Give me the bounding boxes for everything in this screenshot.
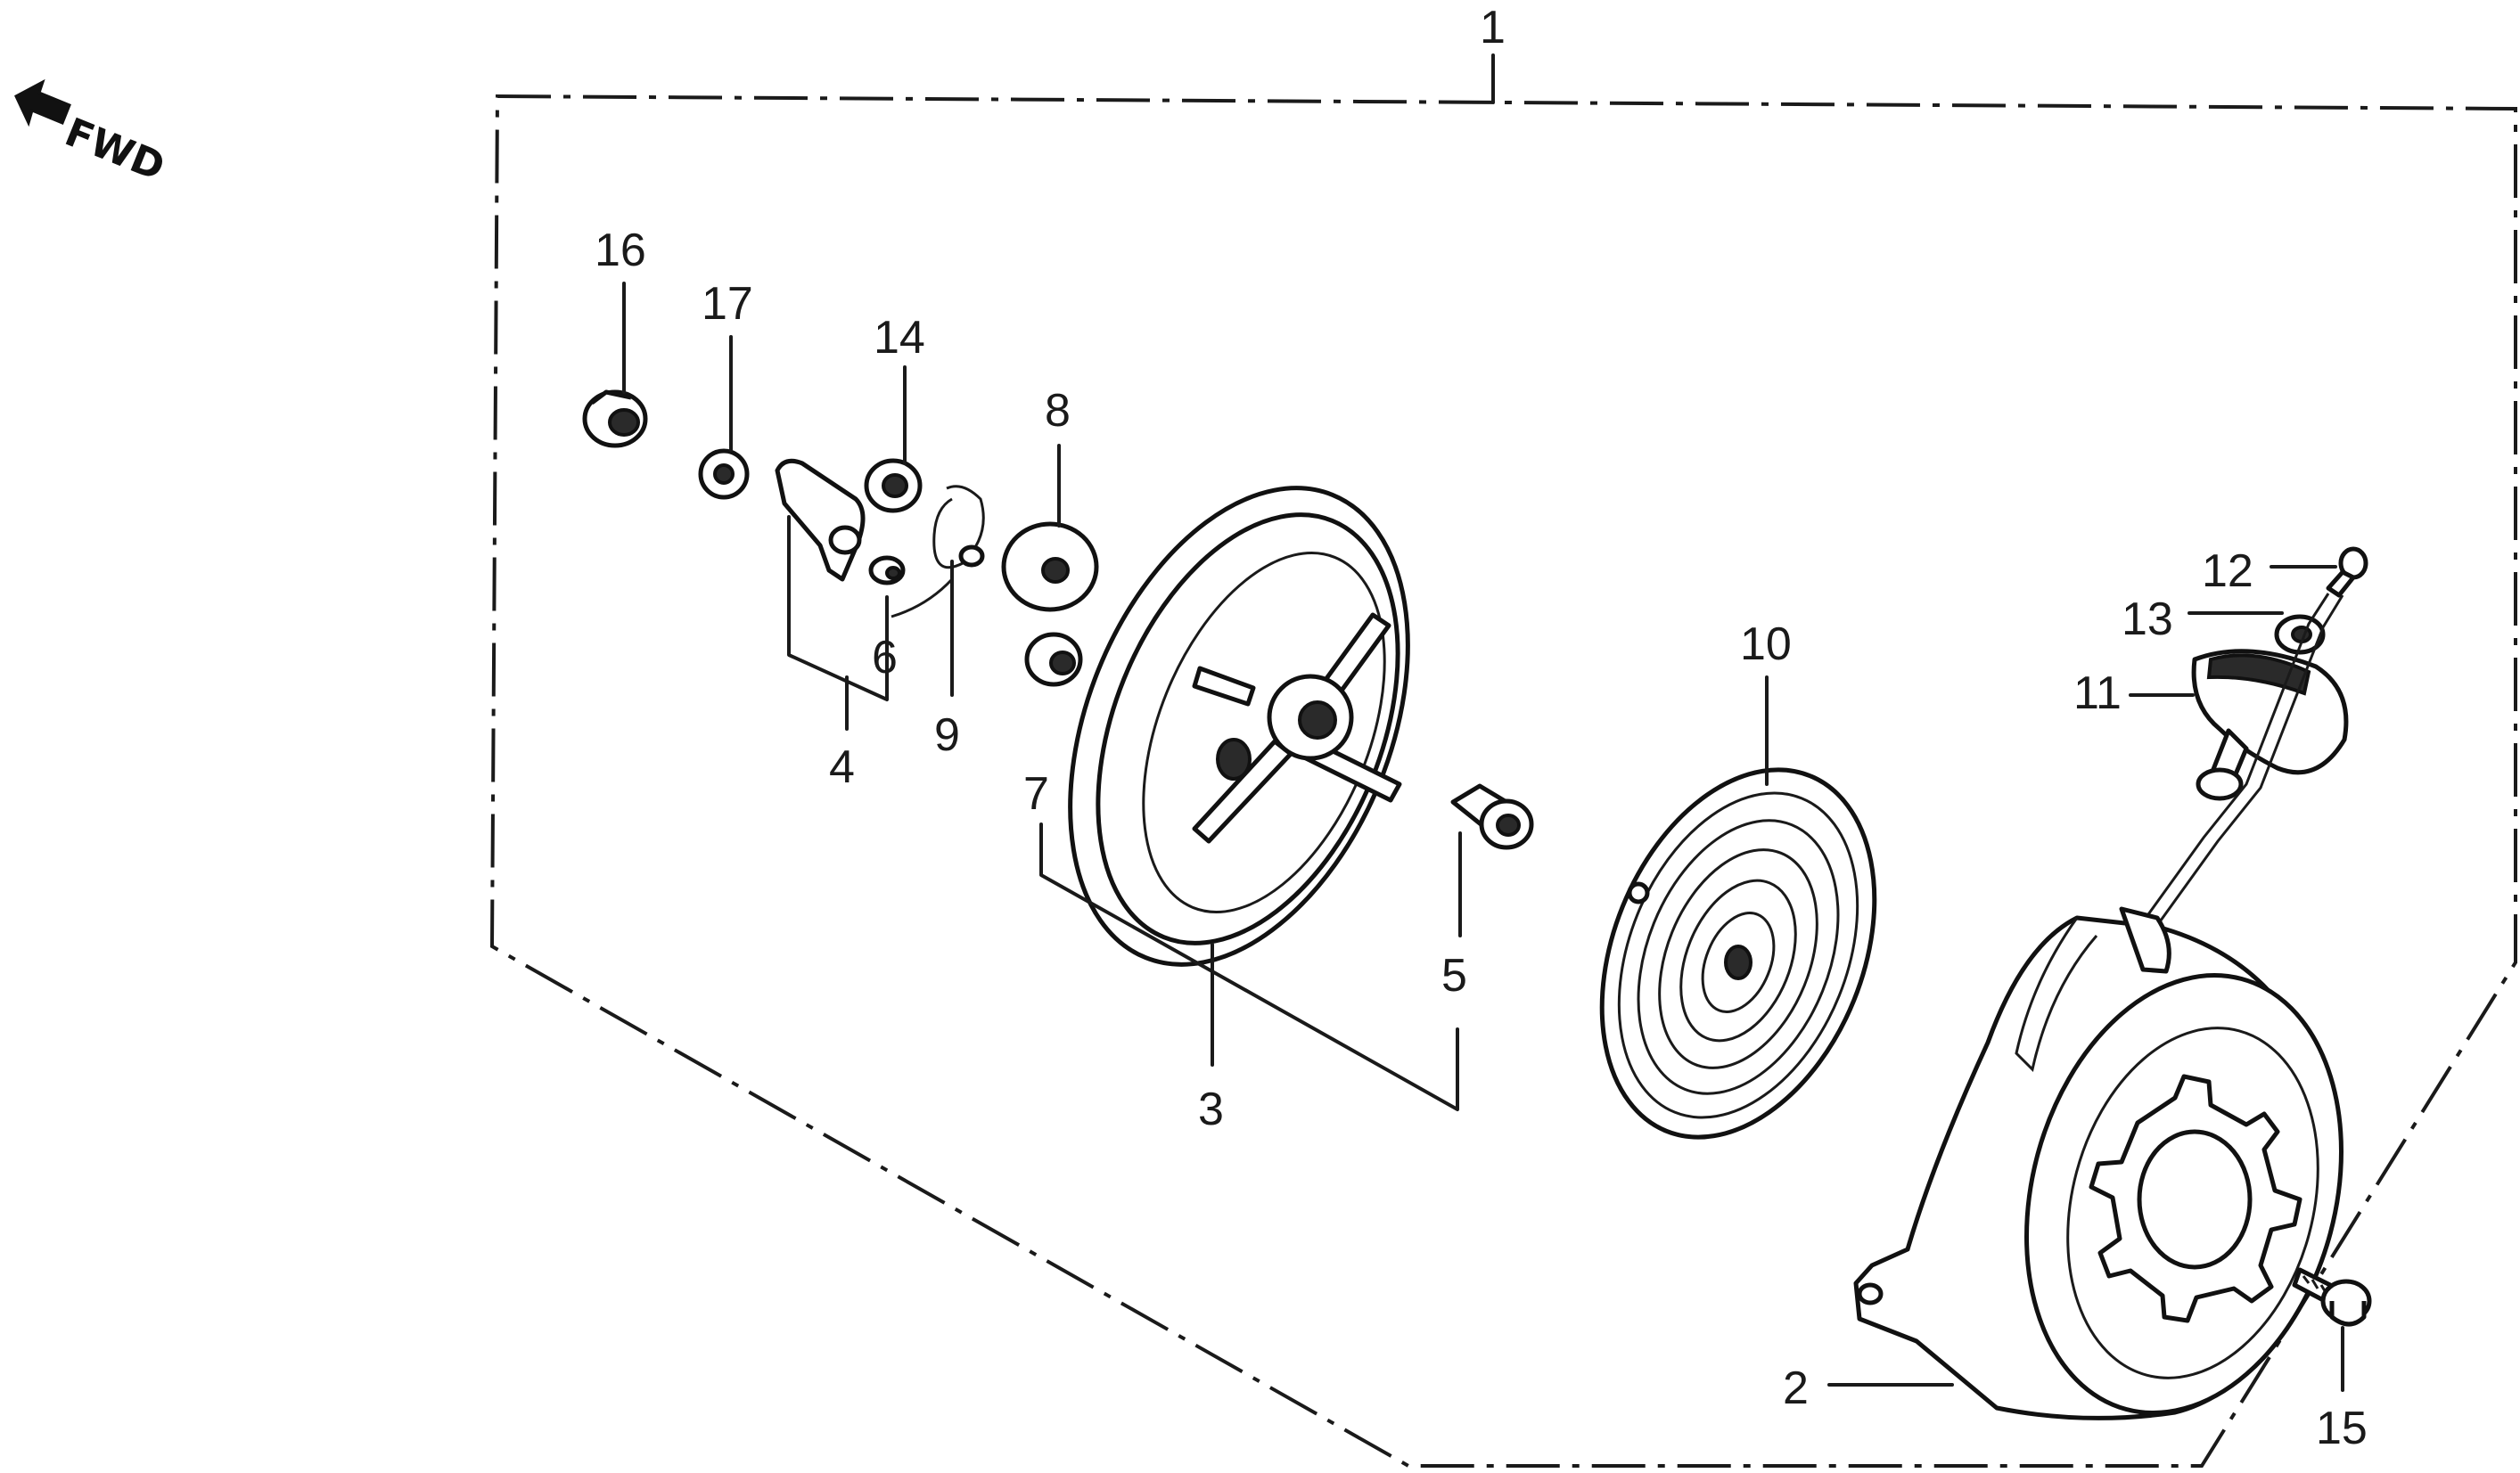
callout-2: 2: [1783, 1363, 1809, 1414]
part-3-reel: [1068, 486, 1410, 967]
callout-4: 4: [829, 741, 855, 793]
callout-5: 5: [1441, 950, 1467, 1002]
part-4-ratchet: [775, 458, 866, 582]
callout-9: 9: [934, 709, 960, 761]
callout-11: 11: [2073, 667, 2122, 719]
fwd-label: FWD: [59, 110, 171, 190]
callout-7: 7: [1023, 768, 1049, 820]
callout-12: 12: [2202, 545, 2253, 597]
part-14-nut: [864, 458, 923, 513]
callout-13: 13: [2122, 593, 2173, 645]
callout-15: 15: [2316, 1403, 2368, 1454]
part-15-flange-bolt: [2292, 1267, 2372, 1327]
starter-rope: [2138, 593, 2330, 928]
part-17-washer: [698, 448, 750, 500]
leader-7-3-5: [1039, 822, 1459, 1111]
callout-14: 14: [874, 312, 925, 364]
callout-8: 8: [1045, 385, 1071, 437]
part-6-pin: [868, 555, 906, 585]
part-2-starter-housing: [1853, 906, 2344, 1420]
part-5-bushing: [1450, 783, 1534, 850]
callout-10: 10: [1740, 618, 1792, 670]
callout-3: 3: [1198, 1084, 1224, 1135]
leader-4-6: [787, 515, 889, 701]
callout-1: 1: [1480, 2, 1506, 53]
part-7-collar: [1024, 632, 1083, 687]
part-16-cap-nut: [582, 389, 648, 448]
assembly-boundary: [489, 94, 2517, 1468]
starter-rope-edge: [2152, 594, 2344, 931]
part-8-guide: [1001, 521, 1099, 612]
part-9-spring-clip: [891, 485, 985, 618]
fwd-marker: FWD: [14, 78, 171, 190]
fwd-arrow-icon: [14, 78, 71, 127]
part-13-rope-seat: [2274, 614, 2326, 655]
callout-16: 16: [595, 225, 646, 276]
callout-17: 17: [702, 278, 753, 330]
part-10-recoil-spring: [1599, 767, 1877, 1140]
part-12-knot-pin: [2326, 546, 2368, 598]
part-11-starter-grip: [2191, 649, 2349, 801]
callout-6: 6: [872, 632, 898, 683]
